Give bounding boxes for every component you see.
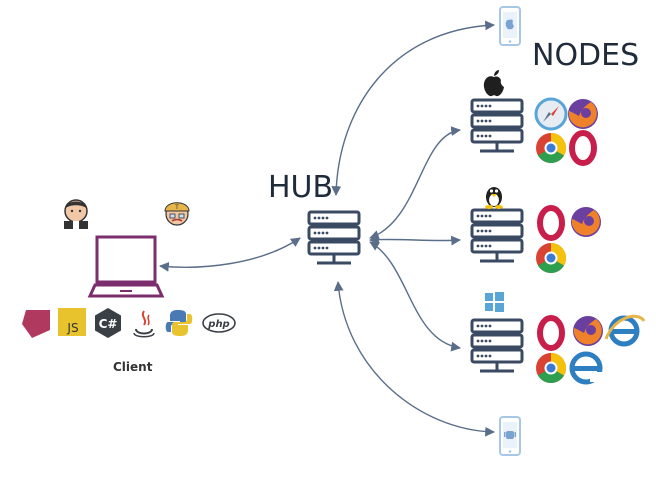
node-linux-server bbox=[470, 208, 524, 263]
nodes-label: NODES bbox=[532, 38, 640, 73]
csharp-icon-text: C# bbox=[99, 317, 118, 331]
opera-icon bbox=[540, 208, 562, 238]
jenkins-icon bbox=[64, 199, 88, 229]
node-windows-server bbox=[470, 318, 524, 373]
arrow-hub-linux-node bbox=[369, 234, 461, 246]
ie-icon bbox=[606, 316, 644, 344]
connection-arrows bbox=[159, 20, 495, 437]
client-label: Client bbox=[113, 360, 153, 374]
node-mac-server bbox=[470, 98, 524, 153]
arrow-hub-client bbox=[159, 237, 301, 272]
java-icon bbox=[133, 310, 155, 338]
php-icon: php bbox=[202, 313, 236, 333]
arrow-hub-windows-node bbox=[369, 241, 461, 352]
firefox-icon bbox=[571, 207, 601, 237]
arrow-hub-mac-node bbox=[369, 126, 461, 240]
hub-label: HUB bbox=[268, 170, 334, 205]
android-phone-icon bbox=[499, 416, 521, 456]
apple-icon bbox=[483, 70, 504, 97]
csharp-icon: C# bbox=[95, 308, 121, 338]
arrow-hub-ios bbox=[331, 20, 495, 196]
python-icon bbox=[165, 310, 193, 336]
chrome-icon bbox=[536, 353, 567, 384]
javascript-icon: JS bbox=[58, 308, 86, 336]
opera-icon bbox=[540, 318, 562, 348]
travis-ci-icon: T bbox=[164, 202, 190, 226]
firefox-icon bbox=[568, 99, 598, 129]
php-icon-text: php bbox=[207, 319, 229, 330]
ruby-icon bbox=[22, 310, 50, 338]
client-laptop bbox=[87, 235, 165, 298]
edge-icon bbox=[572, 354, 602, 382]
firefox-icon bbox=[573, 316, 603, 346]
hub-server bbox=[307, 210, 361, 265]
chrome-icon bbox=[536, 133, 567, 164]
chrome-icon bbox=[536, 243, 567, 274]
opera-icon bbox=[572, 133, 594, 163]
javascript-icon-text: JS bbox=[66, 321, 78, 335]
safari-icon bbox=[534, 97, 568, 131]
linux-tux-icon bbox=[485, 187, 503, 209]
ios-phone-icon bbox=[499, 6, 521, 46]
windows-icon bbox=[485, 292, 504, 312]
arrow-hub-android bbox=[333, 281, 495, 437]
svg-text:T: T bbox=[174, 204, 179, 211]
